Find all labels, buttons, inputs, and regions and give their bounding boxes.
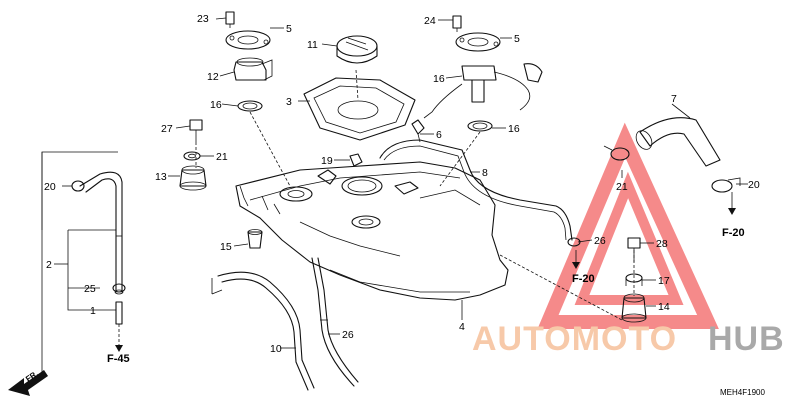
- callout-13: 14: [658, 301, 670, 313]
- bolt-22-right: [452, 15, 462, 32]
- bolt-27: [189, 119, 203, 142]
- fuel-pump-left: [233, 57, 273, 81]
- front-direction-arrow: [8, 370, 48, 396]
- callout-18: 19: [321, 155, 333, 167]
- callout-28: 28: [656, 238, 668, 250]
- callouts: 23 5 11 12 16 3 27 21 13 19 15 24 5 16 1…: [44, 13, 760, 355]
- callout-25: 26: [594, 235, 606, 247]
- bracket-lines: [211, 278, 223, 295]
- watermark-brand-text: AUTOMOTO HUB: [472, 320, 785, 358]
- callout-2: 2: [46, 259, 52, 271]
- mount-rubber-12: [179, 165, 207, 191]
- tank-tray: [303, 77, 416, 141]
- ref-label-f20-right: F-20: [722, 227, 745, 239]
- callout-21: 21: [616, 181, 628, 193]
- callout-27: 27: [161, 123, 173, 135]
- reference-arrows: [115, 192, 736, 352]
- callout-3: 3: [286, 96, 292, 108]
- callout-17: 17: [658, 275, 670, 287]
- callout-26: 26: [342, 329, 354, 341]
- callout-22: 24: [424, 15, 436, 27]
- callout-14: 15: [220, 241, 232, 253]
- joint-1: [115, 301, 123, 325]
- clip-20: [711, 177, 741, 193]
- catalog-code: MEH4F1900: [720, 388, 765, 397]
- hose-2: [79, 171, 124, 295]
- clip-19: [71, 180, 85, 192]
- clip-18: [349, 153, 363, 167]
- callout-24: 25: [84, 283, 96, 295]
- bolt-14: [247, 229, 263, 249]
- callout-5: 5: [286, 23, 292, 35]
- gasket-16-left: [237, 100, 263, 112]
- fuel-pump-flange-left: [225, 30, 271, 50]
- collar-23: [183, 151, 201, 161]
- leader-lines: [41, 17, 748, 380]
- callout-5: 5: [514, 33, 520, 45]
- watermark-triangle-logo: [537, 122, 719, 329]
- watermark-text-hub: HUB: [708, 320, 785, 358]
- mount-rubber-13: [621, 293, 647, 323]
- hose-9: [217, 271, 315, 391]
- callout-23: 21: [216, 151, 228, 163]
- callout-9: 10: [270, 343, 282, 355]
- callout-8: 8: [482, 167, 488, 179]
- callout-16: 16: [508, 123, 520, 135]
- callout-15: 16: [433, 73, 445, 85]
- clip-21: [603, 145, 630, 161]
- breather-hose-7: [635, 117, 721, 167]
- gasket-16-right: [467, 120, 493, 132]
- callout-19: 20: [44, 181, 56, 193]
- callout-12: 13: [155, 171, 167, 183]
- callout-6: 6: [436, 129, 442, 141]
- bolt-22-left: [225, 11, 235, 28]
- tube-8: [379, 139, 573, 241]
- callout-1: 1: [90, 305, 96, 317]
- dashed-guides: [118, 69, 635, 345]
- ref-label-f45: F-45: [107, 353, 130, 365]
- callout-7: 7: [671, 93, 677, 105]
- callout-22: 23: [197, 13, 209, 25]
- callout-20: 20: [748, 179, 760, 191]
- callout-4: 4: [459, 321, 465, 333]
- fuel-pump-flange-right: [455, 32, 501, 52]
- fuel-cap: [336, 35, 378, 64]
- clip-24: [112, 283, 126, 293]
- fuel-gauge-sender: [423, 63, 543, 119]
- ref-label-f20-center: F-20: [572, 273, 595, 285]
- callout-11: 12: [207, 71, 219, 83]
- fuel-tank: [235, 161, 509, 301]
- watermark-text-automoto: AUTOMOTO: [472, 320, 677, 358]
- callout-10: 11: [307, 39, 318, 51]
- callout-16: 16: [210, 99, 222, 111]
- hose-26: [311, 257, 359, 387]
- connector-6: [411, 119, 425, 143]
